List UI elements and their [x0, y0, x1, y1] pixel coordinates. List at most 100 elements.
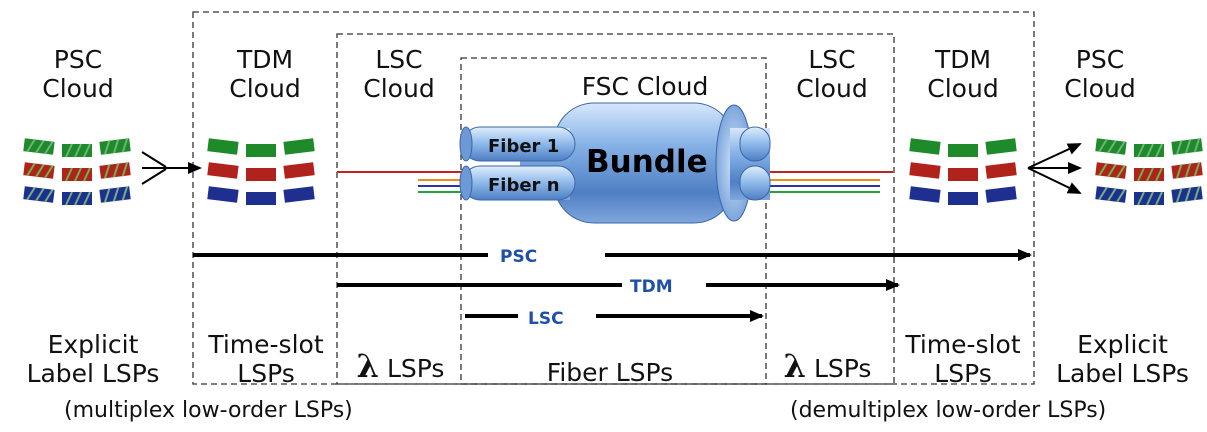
footer-multiplex: (multiplex low-order LSPs): [64, 398, 353, 423]
bundle-graphic: [459, 102, 771, 224]
left-wavelength-lines: [337, 171, 462, 193]
fsc-cloud-label: FSC Cloud: [581, 72, 709, 101]
packet-block: [207, 162, 239, 179]
packet-block: [246, 192, 276, 205]
psc-cloud-right-label: PSC Cloud: [1064, 45, 1136, 103]
packet-block: [283, 162, 315, 179]
tdm-cloud-right-label: TDM Cloud: [927, 45, 999, 103]
packet-stripe: [65, 143, 73, 158]
packet-stripe: [1193, 186, 1201, 201]
packet-stripe: [112, 187, 120, 202]
packet-stripe: [26, 138, 36, 153]
packet-stripe: [103, 164, 111, 179]
packet-stripe: [83, 143, 91, 158]
packet-stripe: [35, 188, 45, 202]
packet-stripe: [1137, 191, 1145, 206]
lambda-symbol: λ: [356, 347, 379, 385]
packet-block: [283, 138, 315, 155]
packet-stripe: [26, 186, 36, 201]
packet-block: [948, 168, 978, 181]
packet-block: [283, 186, 315, 203]
packet-stripe: [1098, 186, 1108, 201]
lsc-region-box: [460, 57, 767, 385]
lambda-lsps-right: λ LSPs: [783, 347, 872, 385]
packet-stripe: [103, 188, 111, 203]
packet-stripe: [1107, 140, 1117, 154]
packet-block: [207, 138, 239, 155]
fiber-n-label: Fiber n: [488, 175, 560, 196]
packet-stripe: [83, 191, 91, 206]
bundle-label: Bundle: [586, 144, 708, 180]
packet-stripe: [1193, 162, 1201, 177]
lambda-symbol: λ: [783, 347, 806, 385]
packet-stripe: [1193, 138, 1201, 153]
packet-stripe: [1175, 140, 1183, 155]
packet-stripe: [83, 167, 91, 182]
packet-stripe: [112, 139, 120, 154]
packet-stripe: [65, 167, 73, 182]
packet-block: [246, 168, 276, 181]
packet-stripe: [74, 191, 82, 206]
packet-block: [985, 186, 1017, 203]
packet-stripe: [1116, 165, 1126, 179]
packet-block: [985, 138, 1017, 155]
packet-block: [909, 138, 941, 155]
lsc-cloud-left-label: LSC Cloud: [363, 45, 435, 103]
packets-psc-right: [1095, 138, 1203, 206]
packet-stripe: [121, 138, 129, 153]
packet-block: [985, 162, 1017, 179]
fiber-lsps-label: Fiber LSPs: [546, 358, 674, 387]
packet-block: [948, 144, 978, 157]
packets-tdm-left: [207, 138, 315, 205]
packet-stripe: [1175, 188, 1183, 203]
lsc-arrow-label: LSC: [528, 309, 564, 329]
right-wavelength-lines: [766, 171, 893, 193]
packet-block: [948, 192, 978, 205]
packet-stripe: [1146, 191, 1154, 206]
packet-stripe: [74, 167, 82, 182]
packet-block: [909, 162, 941, 179]
explicit-label-lsps-right: Explicit Label LSPs: [1056, 330, 1189, 388]
packet-stripe: [1155, 191, 1163, 206]
fiber-1-label: Fiber 1: [488, 136, 559, 157]
packets-tdm-right: [909, 138, 1017, 205]
lsc-cloud-right-label: LSC Cloud: [796, 45, 868, 103]
psc-cloud-left-label: PSC Cloud: [42, 45, 114, 103]
packet-groups: [23, 138, 1203, 206]
packet-stripe: [121, 186, 129, 201]
packet-stripe: [1175, 164, 1183, 179]
packet-stripe: [1184, 187, 1192, 202]
packet-stripe: [35, 164, 45, 178]
packet-stripe: [112, 163, 120, 178]
packet-stripe: [26, 162, 36, 177]
packet-stripe: [35, 140, 45, 154]
packet-stripe: [44, 189, 54, 203]
packet-stripe: [1137, 167, 1145, 182]
psc-arrow-label: PSC: [500, 247, 537, 267]
packet-block: [207, 186, 239, 203]
lambda-lsps-left: λ LSPs: [356, 347, 445, 385]
packet-stripe: [1107, 188, 1117, 202]
packet-stripe: [1098, 162, 1108, 177]
packet-stripe: [1146, 167, 1154, 182]
timeslot-lsps-right: Time-slot LSPs: [905, 330, 1021, 388]
packet-stripe: [44, 141, 54, 155]
packet-stripe: [1184, 139, 1192, 154]
packet-stripe: [65, 191, 73, 206]
packet-stripe: [1137, 143, 1145, 158]
packet-stripe: [44, 165, 54, 179]
packet-stripe: [1116, 189, 1126, 203]
packet-stripe: [103, 140, 111, 155]
packet-stripe: [1098, 138, 1108, 153]
tdm-cloud-left-label: TDM Cloud: [229, 45, 301, 103]
right-fan-out-arrows: [1027, 143, 1082, 194]
packet-block: [246, 144, 276, 157]
packet-stripe: [1155, 167, 1163, 182]
packet-stripe: [74, 143, 82, 158]
timeslot-lsps-left: Time-slot LSPs: [208, 330, 324, 388]
packet-stripe: [1116, 141, 1126, 155]
packet-stripe: [1107, 164, 1117, 178]
packet-stripe: [1155, 143, 1163, 158]
